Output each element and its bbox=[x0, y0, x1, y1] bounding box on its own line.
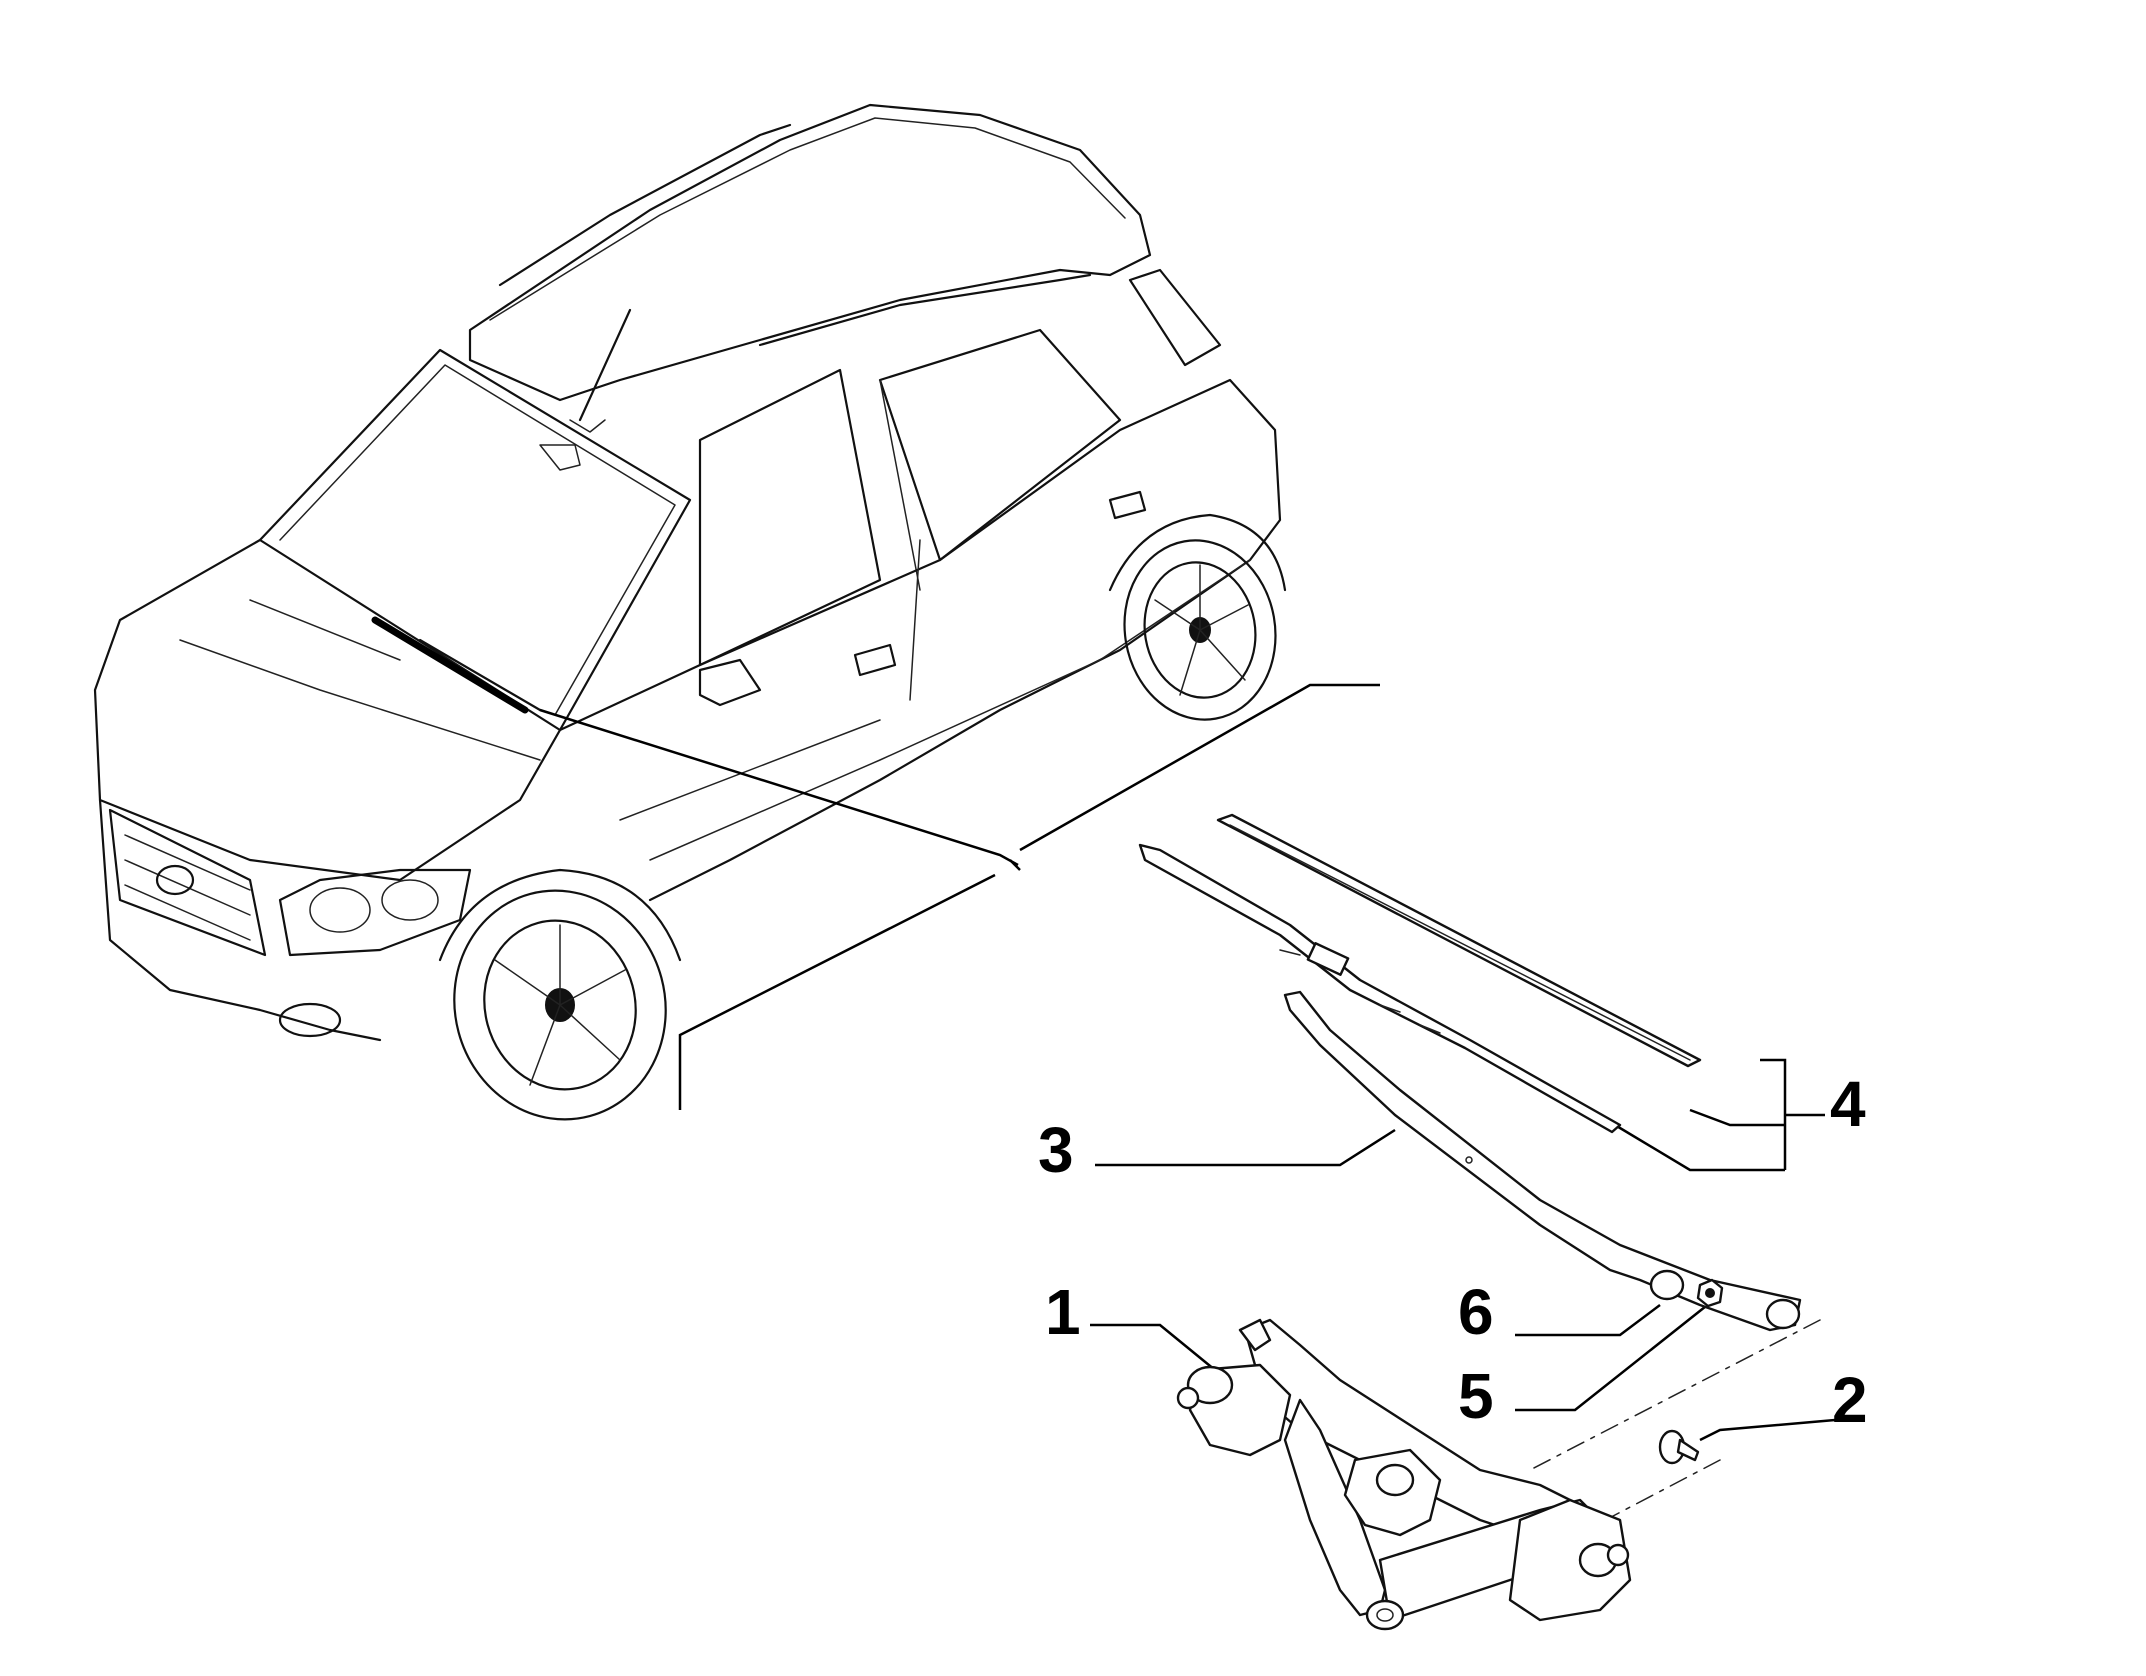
reference-leaders bbox=[539, 683, 1836, 1571]
callout-1: 1 bbox=[1045, 1276, 1081, 1348]
part-4-wiper-blade bbox=[1138, 813, 1702, 1134]
part-6-cap bbox=[1649, 1269, 1685, 1301]
callout-3: 3 bbox=[1038, 1114, 1074, 1186]
callout-6: 6 bbox=[1458, 1276, 1494, 1348]
front-wheel bbox=[453, 889, 667, 1121]
car-illustration bbox=[93, 103, 1287, 1121]
part-2-bolt bbox=[1658, 1429, 1700, 1465]
callout-4: 4 bbox=[1830, 1068, 1866, 1140]
part-5-nut bbox=[1696, 1278, 1724, 1308]
callout-5: 5 bbox=[1458, 1360, 1494, 1432]
part-3-wiper-arm bbox=[1283, 990, 1802, 1332]
callout-2: 2 bbox=[1832, 1364, 1868, 1436]
part-1-linkage-motor bbox=[1176, 1318, 1632, 1631]
rear-wheel bbox=[1123, 539, 1277, 721]
